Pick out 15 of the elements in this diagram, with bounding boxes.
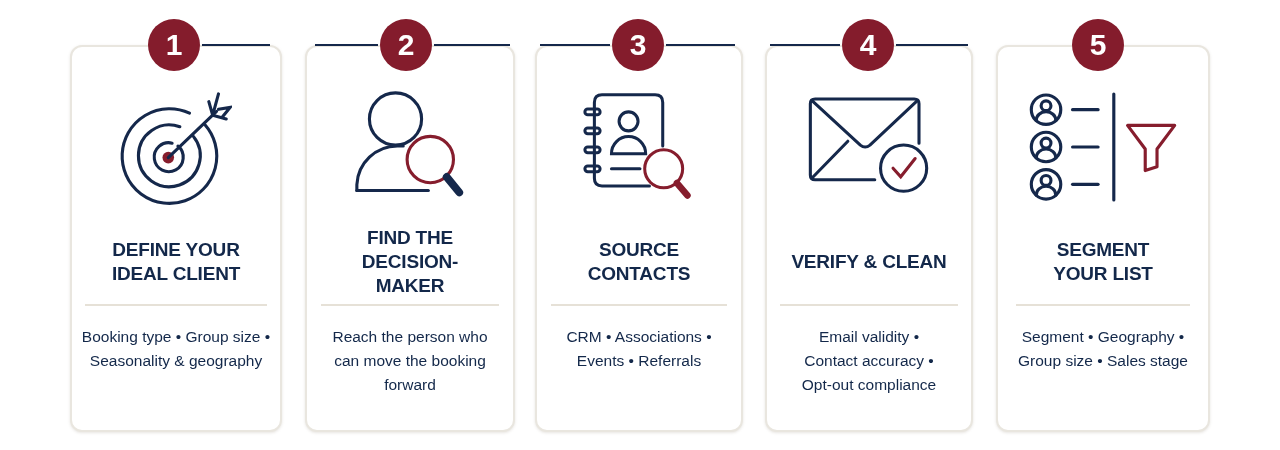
step-description: Segment • Geography • Group size • Sales stage [1017, 327, 1189, 371]
step-description: Reach the person who can move the booking forward [331, 327, 489, 395]
step-description: Booking type • Group size • Seasonality & geography [80, 327, 272, 371]
step-number-circle: 4 [842, 19, 894, 71]
step-number-circle: 5 [1072, 19, 1124, 71]
step-heading: SOURCE CONTACTS [586, 238, 692, 286]
step-heading: FIND THE DECISION-MAKER [360, 226, 460, 298]
step-number-circle: 2 [380, 19, 432, 71]
step-description: CRM • Associations • Events • Referrals [565, 327, 713, 371]
step-heading: VERIFY & CLEAN [791, 250, 947, 274]
step-number-circle: 3 [612, 19, 664, 71]
step-number-circle: 1 [148, 19, 200, 71]
step-description: Email validity • Contact accuracy • Opt-out compliance [800, 327, 938, 395]
step-heading: SEGMENT YOUR LIST [1052, 238, 1154, 286]
step-heading: DEFINE YOUR IDEAL CLIENT [110, 238, 242, 286]
